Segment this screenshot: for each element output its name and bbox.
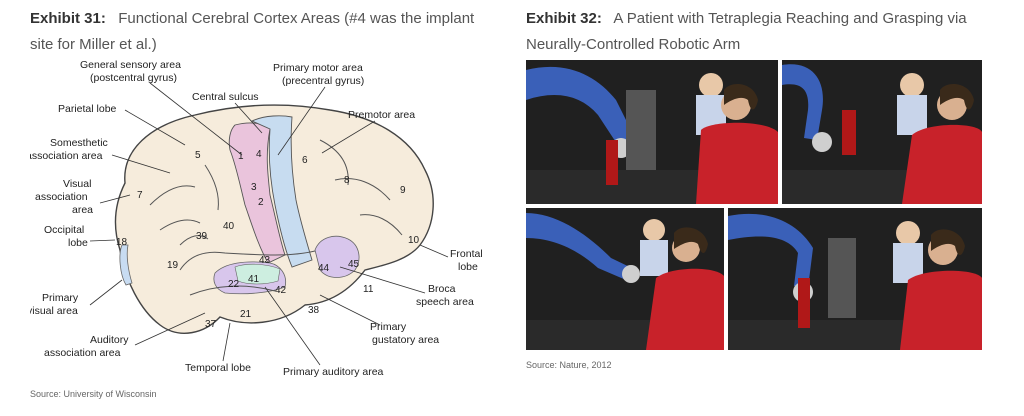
- label-somesthetic: Somesthetic: [50, 137, 108, 149]
- label-frontal-1: Frontal: [450, 248, 483, 260]
- area-num-9: 9: [400, 185, 406, 196]
- label-auditory-assoc-2: association area: [44, 347, 121, 359]
- area-num-7: 7: [137, 190, 143, 201]
- label-visual-assoc-3: area: [72, 204, 93, 216]
- exhibit-32-source: Source: Nature, 2012: [526, 360, 612, 370]
- label-broca-1: Broca: [428, 283, 456, 295]
- label-primary-visual-2: visual area: [30, 305, 78, 317]
- area-labels: General sensory area (postcentral gyrus)…: [30, 59, 483, 378]
- area-num-38: 38: [308, 305, 320, 316]
- label-visual-assoc-2: association: [35, 191, 88, 203]
- label-occipital-2: lobe: [68, 237, 88, 249]
- leader-lines: [89, 82, 449, 366]
- area-num-40: 40: [223, 221, 235, 232]
- area-num-10: 10: [408, 235, 420, 246]
- label-somesthetic-2: association area: [30, 150, 103, 162]
- robot-arm-photo-3: [526, 208, 724, 350]
- label-broca-2: speech area: [416, 296, 474, 308]
- area-num-42: 42: [275, 285, 287, 296]
- robot-arm-photo: [526, 60, 778, 204]
- motor-strip: [250, 115, 313, 268]
- photo-panel-bottom-left: [526, 208, 724, 350]
- robot-arm-photo-4: [728, 208, 982, 350]
- primary-visual-region: [119, 244, 133, 286]
- label-frontal-2: lobe: [458, 261, 478, 273]
- area-num-39: 39: [196, 231, 208, 242]
- area-num-45: 45: [348, 259, 360, 270]
- label-primary-gustatory-2: gustatory area: [372, 334, 439, 346]
- label-primary-visual-1: Primary: [42, 292, 79, 304]
- area-num-1: 1: [238, 151, 244, 162]
- area-num-8: 8: [344, 175, 350, 186]
- label-primary-auditory: Primary auditory area: [283, 366, 384, 378]
- exhibit-31-title: Exhibit 31: Functional Cerebral Cortex A…: [30, 6, 500, 58]
- sulci: [149, 139, 403, 296]
- photo-panel-bottom-right: [728, 208, 982, 350]
- exhibit-32-label: Exhibit 32:: [526, 10, 602, 27]
- label-visual-assoc-1: Visual: [63, 178, 91, 190]
- auditory-core-region: [234, 263, 281, 285]
- area-num-21: 21: [240, 309, 252, 320]
- area-num-11: 11: [363, 284, 374, 295]
- area-num-6: 6: [302, 155, 308, 166]
- area-num-44: 44: [318, 263, 330, 274]
- area-num-18: 18: [116, 237, 128, 248]
- robot-arm-photo-2: [782, 60, 982, 204]
- broca-region: [314, 235, 360, 278]
- photo-panel-top-left: [526, 60, 778, 204]
- label-occipital-1: Occipital: [44, 224, 84, 236]
- area-num-2: 2: [258, 197, 264, 208]
- exhibit-31-source: Source: University of Wisconsin: [30, 389, 157, 399]
- brain-diagram: 1 2 3 4 5 6 7 8 9 10 18 19 21 22 37 38 3…: [30, 59, 483, 378]
- exhibit-31-label: Exhibit 31:: [30, 10, 106, 27]
- area-num-4: 4: [256, 149, 262, 160]
- area-num-5: 5: [195, 150, 201, 161]
- area-num-3: 3: [251, 182, 257, 193]
- label-postcentral-gyrus: (postcentral gyrus): [90, 72, 177, 84]
- label-general-sensory: General sensory area: [80, 59, 181, 71]
- area-num-41: 41: [248, 274, 260, 285]
- exhibit-31-caption: Functional Cerebral Cortex Areas (#4 was…: [30, 10, 475, 53]
- label-auditory-assoc-1: Auditory: [90, 334, 129, 346]
- photo-panel-top-right: [782, 60, 982, 204]
- exhibit-32: Exhibit 32: A Patient with Tetraplegia R…: [526, 0, 1006, 416]
- label-precentral-gyrus: (precentral gyrus): [282, 75, 364, 87]
- label-premotor: Premotor area: [348, 109, 415, 121]
- exhibit-32-caption: A Patient with Tetraplegia Reaching and …: [526, 10, 967, 53]
- exhibit-32-title: Exhibit 32: A Patient with Tetraplegia R…: [526, 6, 996, 58]
- area-num-19: 19: [167, 260, 179, 271]
- label-parietal-lobe: Parietal lobe: [58, 103, 117, 115]
- area-num-37: 37: [205, 319, 217, 330]
- label-primary-motor: Primary motor area: [273, 62, 363, 74]
- label-primary-gustatory-1: Primary: [370, 321, 407, 333]
- label-central-sulcus: Central sulcus: [192, 91, 259, 103]
- label-temporal-lobe: Temporal lobe: [185, 362, 251, 374]
- area-num-43: 43: [259, 255, 271, 266]
- area-num-22: 22: [228, 279, 240, 290]
- exhibit-31: Exhibit 31: Functional Cerebral Cortex A…: [30, 0, 500, 416]
- area-numbers: 1 2 3 4 5 6 7 8 9 10 18 19 21 22 37 38 3…: [116, 149, 420, 330]
